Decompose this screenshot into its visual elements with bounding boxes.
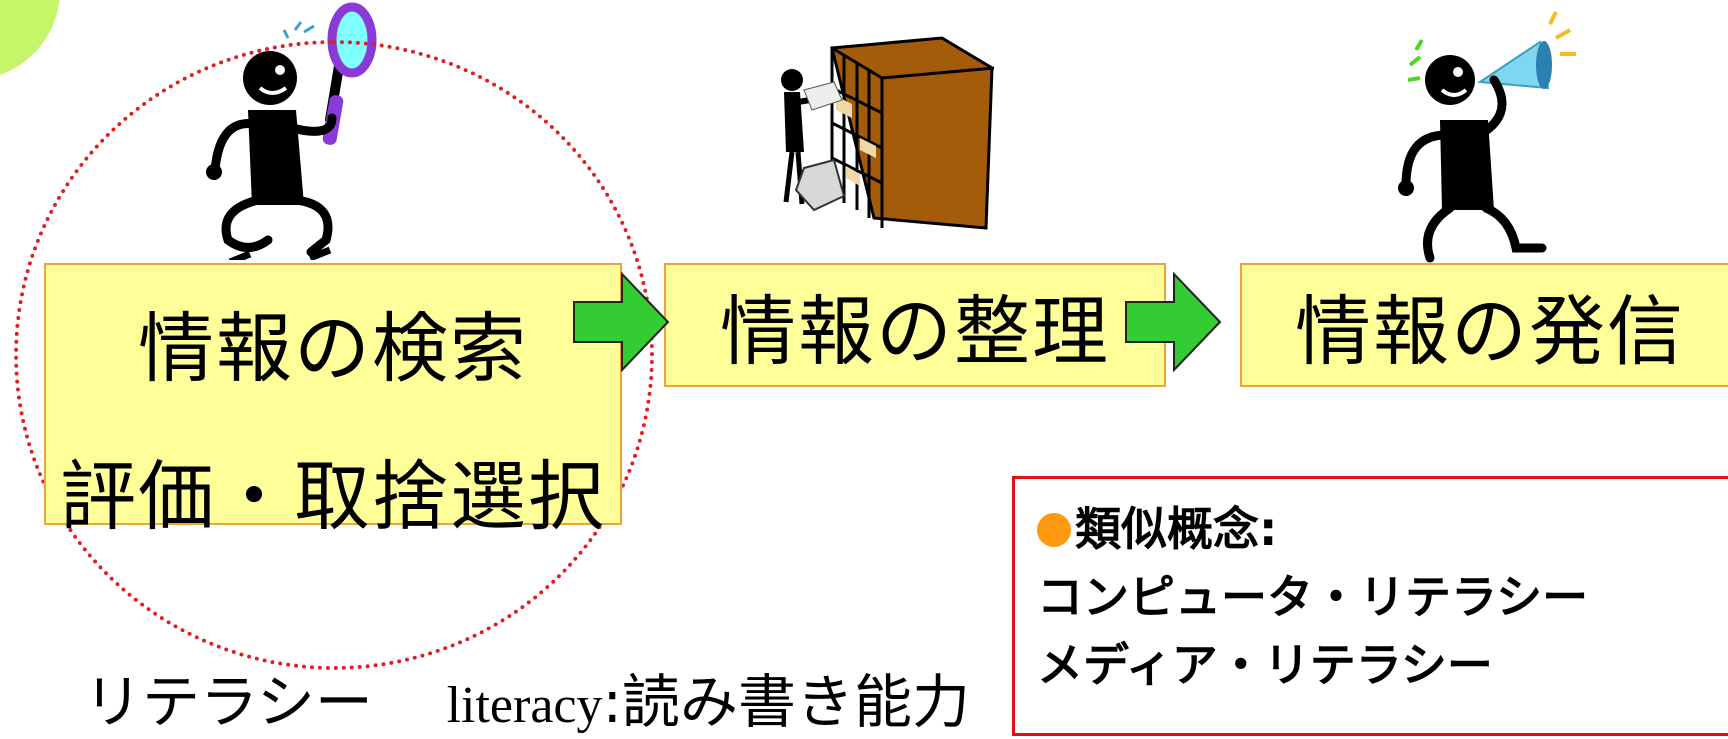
filing-person-icon xyxy=(781,36,995,230)
caption-meaning: :読み書き能力 xyxy=(602,668,971,736)
caption-term: リテラシー xyxy=(84,668,373,736)
stage-evaluate-label: 評価・取捨選択 xyxy=(60,452,606,541)
megaphone-person-icon xyxy=(1398,11,1576,263)
stage-organize-box: 情報の整理 xyxy=(664,263,1166,387)
arrow-right-icon xyxy=(573,272,670,372)
corner-decoration xyxy=(0,0,60,80)
concepts-heading: 類似概念: xyxy=(1037,495,1728,563)
stage-publish-box: 情報の発信 xyxy=(1240,263,1728,387)
arrow-right-icon xyxy=(1125,272,1222,372)
concept-item: コンピュータ・リテラシー xyxy=(1037,570,1589,624)
concept-item: メディア・リテラシー xyxy=(1037,638,1493,692)
bullet-dot-icon xyxy=(1037,513,1071,547)
concepts-heading-text: 類似概念 xyxy=(1075,502,1259,556)
similar-concepts-box: 類似概念: コンピュータ・リテラシー メディア・リテラシー xyxy=(1012,476,1728,736)
concepts-heading-suffix: : xyxy=(1259,502,1278,556)
caption-english: literacy xyxy=(446,677,603,734)
stage-organize-label: 情報の整理 xyxy=(720,287,1110,376)
highlight-circle xyxy=(14,40,654,670)
literacy-caption: リテラシー literacy:読み書き能力 xyxy=(84,655,970,739)
stage-search-label: 情報の検索 xyxy=(138,304,528,393)
stage-search-box: 情報の検索 評価・取捨選択 xyxy=(44,263,622,541)
stage-publish-label: 情報の発信 xyxy=(1295,287,1685,376)
